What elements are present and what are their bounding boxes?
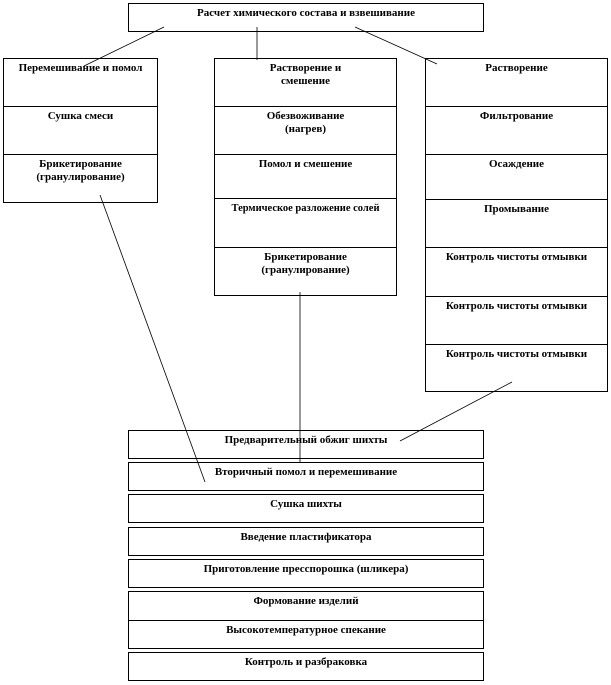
column-middle: Растворение и смешение Обезвоживание (на… [214,58,397,296]
step: Помол и смешение [215,155,396,199]
step: Введение пластификатора [240,531,372,543]
bottom-step-box: Предварительный обжиг шихты [128,430,484,459]
step: Высокотемпературное спекание [226,624,386,636]
bottom-step-box: Вторичный помол и перемешивание [128,462,484,491]
step: Контроль и разбраковка [244,656,368,668]
step: Приготовление пресспорошка (шликера) [203,563,409,575]
step: Формование изделий [129,592,483,621]
bottom-step-box: Введение пластификатора [128,527,484,556]
step: Растворение [426,59,607,107]
top-step: Расчет химического состава и взвешивание [197,7,415,19]
step: Сушка смеси [4,107,157,155]
column-left: Перемешивание и помол Сушка смеси Брикет… [3,58,158,203]
step: Брикетирование (гранулирование) [36,158,125,183]
step: Контроль чистоты отмывки [426,297,607,345]
step: Осаждение [426,155,607,200]
step: Сушка шихты [270,498,342,510]
column-right: Растворение Фильтрование Осаждение Промы… [425,58,608,392]
top-step-box: Расчет химического состава и взвешивание [128,3,484,32]
step: Предварительный обжиг шихты [224,434,388,446]
step: Термическое разложение солей [215,199,396,248]
step: Брикетирование (гранулирование) [261,251,350,276]
step: Контроль чистоты отмывки [445,348,588,360]
bottom-step-box: Приготовление пресспорошка (шликера) [128,559,484,588]
bottom-step-box: Сушка шихты [128,494,484,523]
step: Перемешивание и помол [4,59,157,107]
step: Контроль чистоты отмывки [426,248,607,297]
bottom-step-box: Контроль и разбраковка [128,652,484,681]
bottom-step-box: Формование изделий Высокотемпературное с… [128,591,484,649]
step: Фильтрование [426,107,607,155]
step: Обезвоживание (нагрев) [215,107,396,155]
step: Вторичный помол и перемешивание [214,466,398,478]
step: Растворение и смешение [215,59,396,107]
step: Промывание [426,200,607,248]
